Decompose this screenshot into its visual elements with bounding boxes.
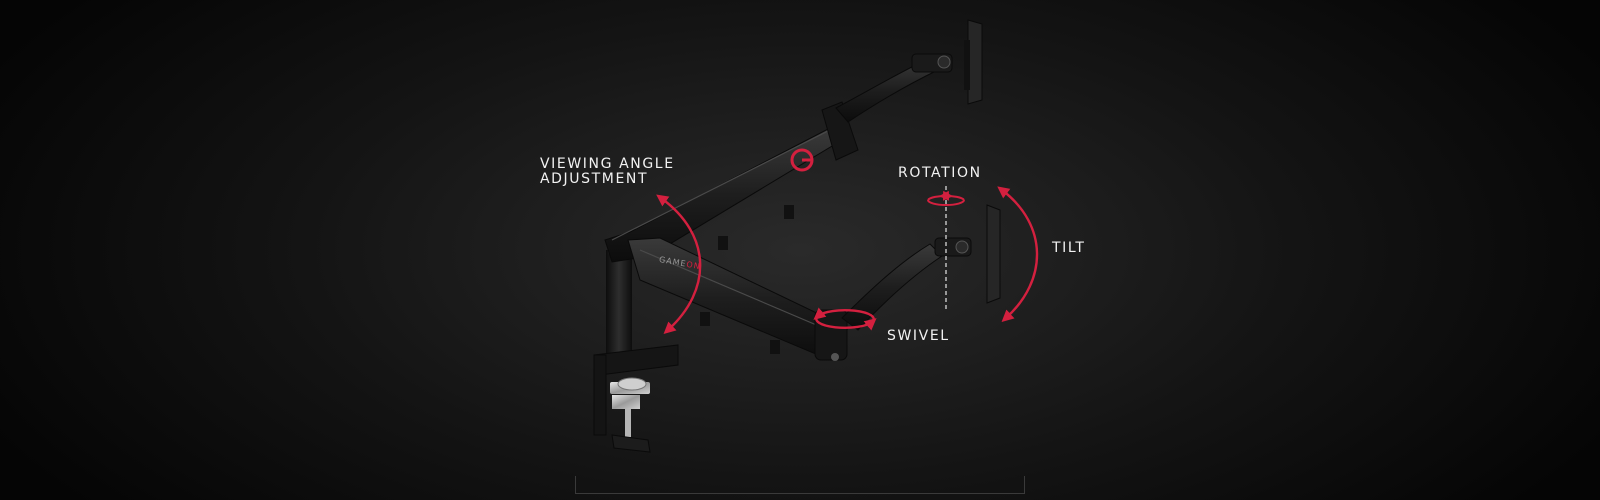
rotation-arrow-icon <box>927 190 965 206</box>
tilt-label: TILT <box>1052 240 1086 256</box>
upper-arm <box>604 19 983 263</box>
swivel-arrow-icon <box>813 307 877 331</box>
desk-clamp <box>593 344 679 453</box>
viewing-angle-label-line1: VIEWING ANGLE <box>540 156 675 172</box>
viewing-angle-label-line2: ADJUSTMENT <box>540 171 649 187</box>
lower-arm <box>627 204 1001 361</box>
brand-logo-icon <box>790 148 814 172</box>
swivel-label: SWIVEL <box>887 328 950 344</box>
tilt-arrow-icon <box>997 186 1039 323</box>
viewing-angle-arrow-icon <box>656 194 702 335</box>
viewing-angle-label: VIEWING ANGLE ADJUSTMENT <box>540 157 675 187</box>
base-divider <box>575 476 1025 494</box>
rotation-label: ROTATION <box>898 165 982 181</box>
